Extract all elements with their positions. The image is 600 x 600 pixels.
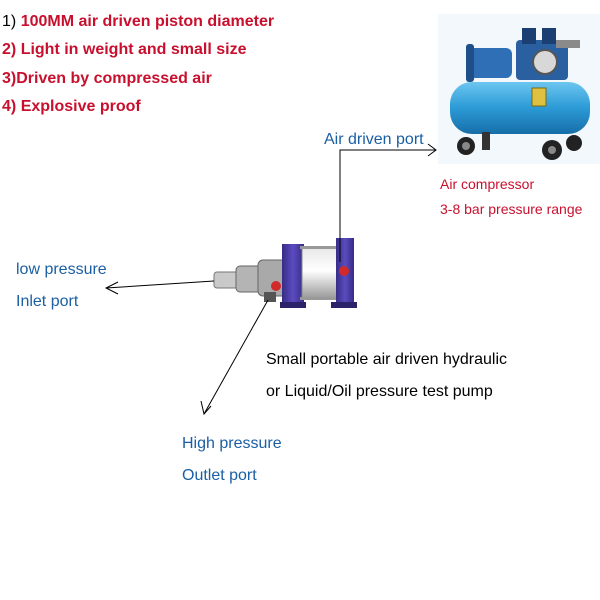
inlet-arrow xyxy=(104,280,215,295)
high-pressure-label: High pressure xyxy=(182,435,282,452)
low-pressure-label: low pressure xyxy=(16,261,107,278)
compressor-name-label: Air compressor xyxy=(440,176,535,192)
feature-1: 1) 100MM air driven piston diameter xyxy=(2,13,275,30)
outlet-port-label: Outlet port xyxy=(182,467,257,484)
air-port-arrow xyxy=(339,143,437,262)
air-port-label: Air driven port xyxy=(324,131,424,148)
outlet-arrow xyxy=(200,299,269,416)
description-line-1: Small portable air driven hydraulic xyxy=(266,351,507,368)
air-compressor-image xyxy=(438,14,600,164)
feature-2: 2) Light in weight and small size xyxy=(2,41,247,58)
description-line-2: or Liquid/Oil pressure test pump xyxy=(266,383,493,400)
feature-4: 4) Explosive proof xyxy=(2,98,141,115)
feature-3: 3)Driven by compressed air xyxy=(2,70,212,87)
inlet-port-label: Inlet port xyxy=(16,293,79,310)
compressor-range-label: 3-8 bar pressure range xyxy=(440,201,583,217)
pump-image xyxy=(213,238,357,308)
